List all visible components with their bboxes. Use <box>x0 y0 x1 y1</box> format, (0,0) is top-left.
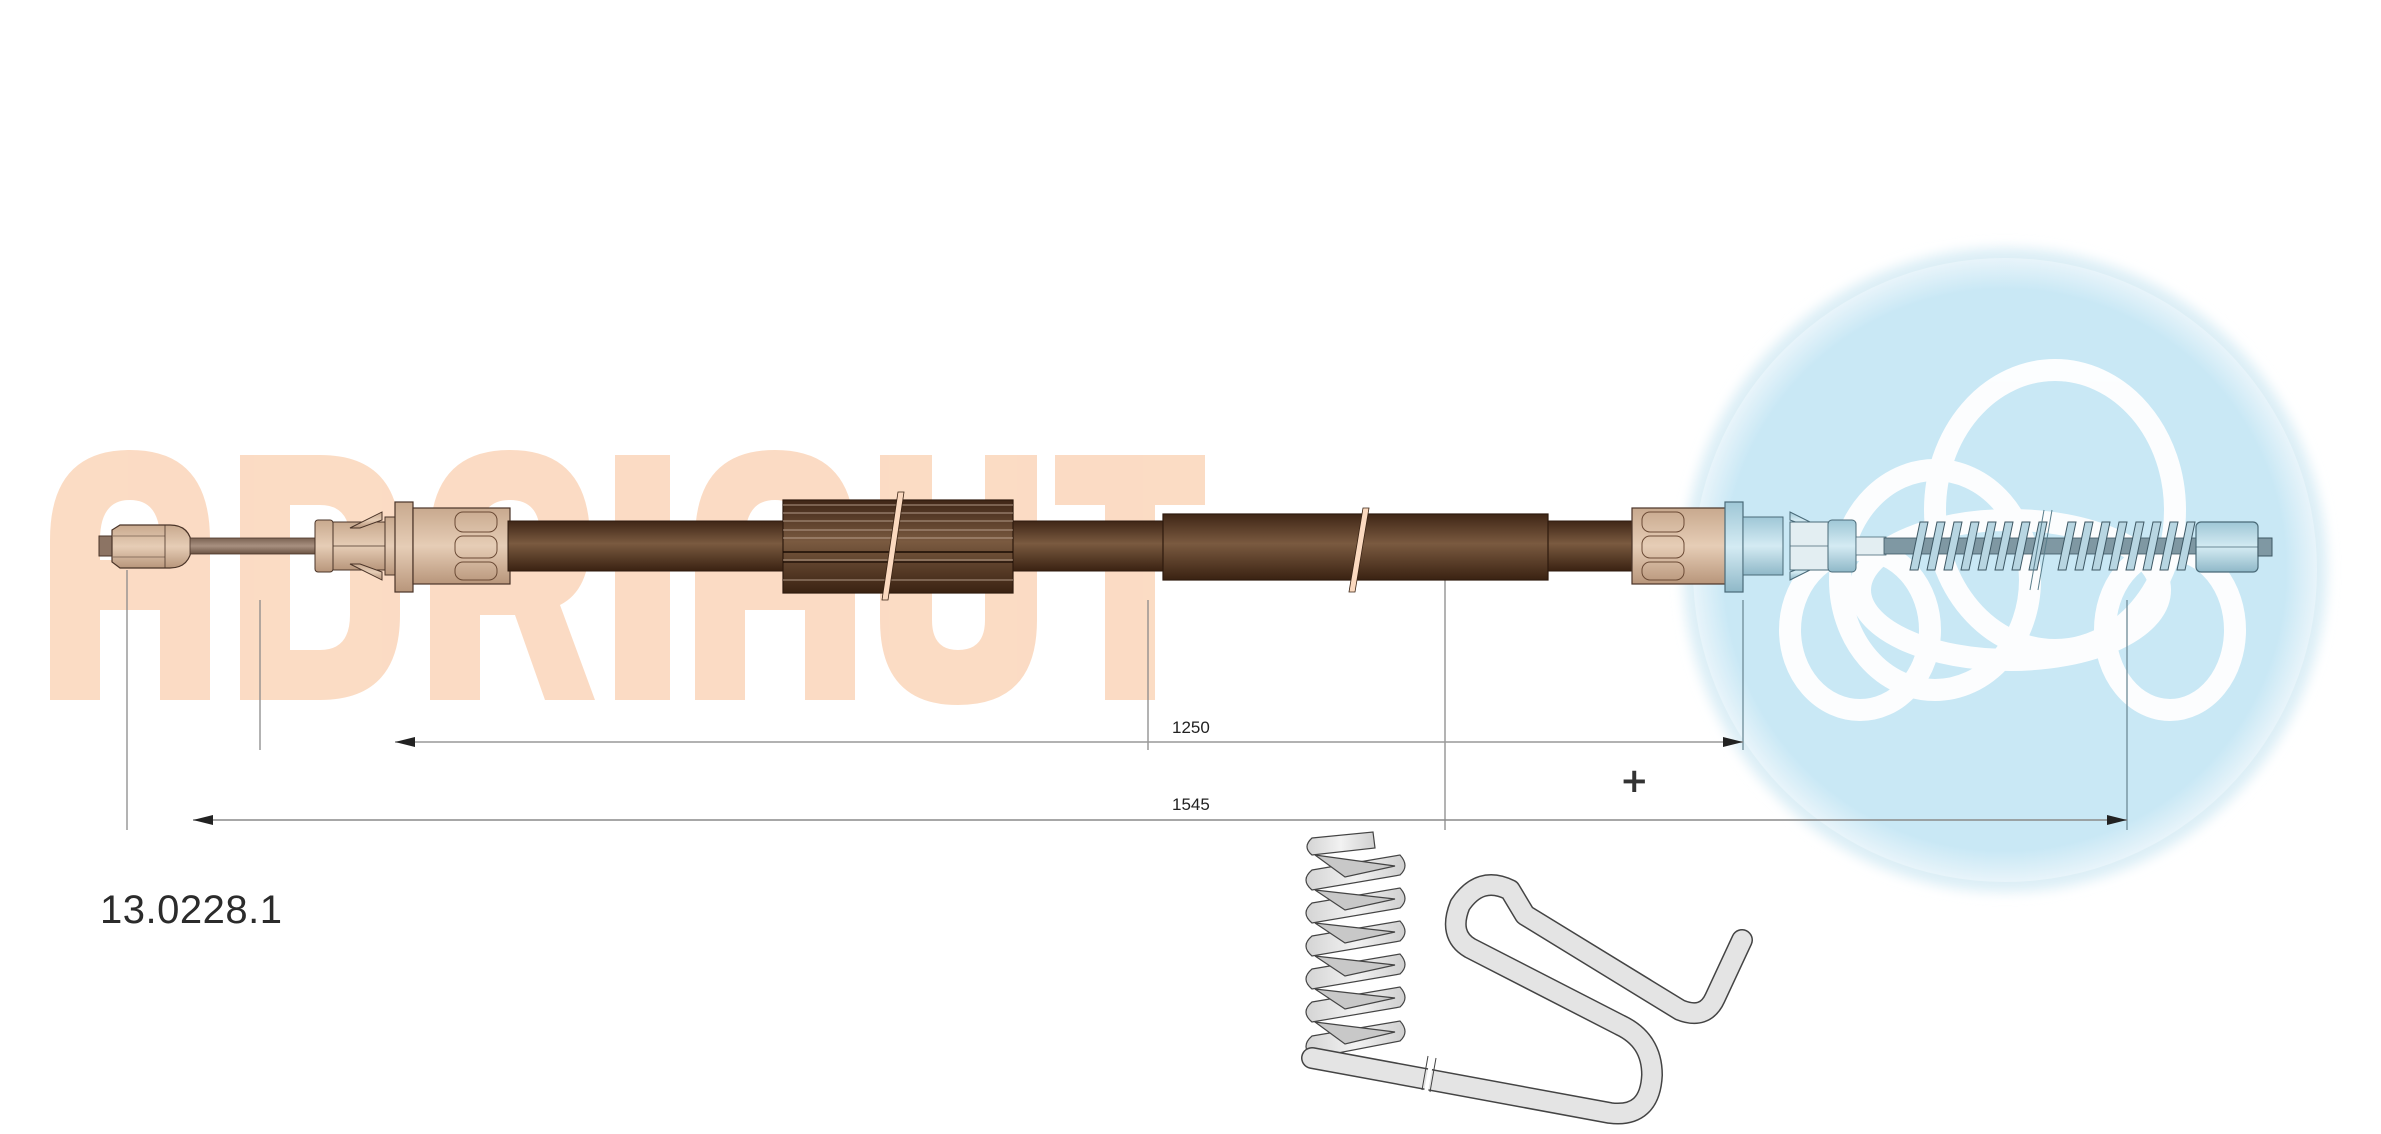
dimension-1250 <box>395 737 1743 747</box>
right-end-nut <box>2195 521 2273 573</box>
right-clip-fitting <box>1631 501 1887 593</box>
ribbed-grommet <box>782 491 1014 601</box>
watermark-text <box>50 450 1205 705</box>
left-end-nipple <box>98 524 193 569</box>
dimension-lines <box>126 570 2128 830</box>
dimension-1545 <box>193 815 2127 825</box>
watermark-logo <box>1683 248 2327 892</box>
return-spring-accessory <box>1305 831 1406 1059</box>
dimension-label-1250: 1250 <box>1172 718 1210 737</box>
retaining-clip-accessory <box>1301 874 1753 1125</box>
part-number-label: 13.0228.1 <box>100 888 283 932</box>
sheath-sleeve <box>1162 507 1549 593</box>
plus-annotation: + <box>1620 761 1649 801</box>
tension-spring <box>1909 509 2196 591</box>
left-clip-fitting <box>314 501 511 593</box>
brake-cable <box>98 491 2273 601</box>
dimension-label-1545: 1545 <box>1172 795 1210 814</box>
